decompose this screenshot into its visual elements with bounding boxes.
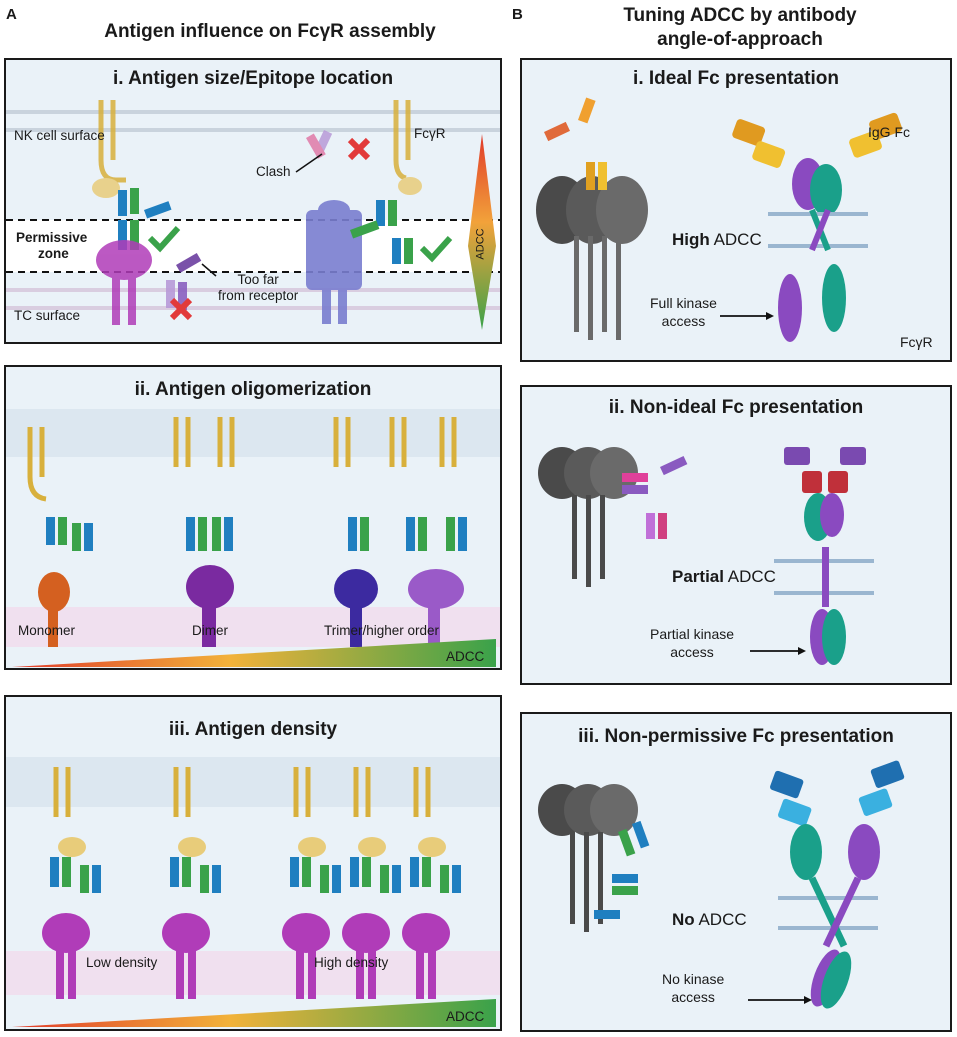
box-a1-illustration [6, 100, 500, 330]
antibody-clash [306, 129, 333, 159]
high-density-label: High density [314, 955, 389, 970]
panel-b-title-line2: angle-of-approach [657, 29, 823, 50]
antibody-left [118, 188, 172, 250]
permissive-zone-label: Permissive zone [16, 230, 87, 262]
panel-a-box-1: i. Antigen size/Epitope location [4, 58, 502, 344]
too-far-line-2: from receptor [218, 288, 299, 303]
dimer-complex [173, 417, 235, 647]
trimer-complex [333, 417, 467, 647]
partial-adcc-label: Partial ADCC [672, 567, 776, 587]
full-kinase-label: Full kinase access [650, 294, 717, 330]
antigen-receptor-cluster-b3 [538, 784, 638, 932]
fc-structure-b3 [770, 760, 905, 880]
adcc-vertical-bar [468, 134, 496, 330]
antigen-receptor-cluster [536, 176, 648, 340]
monomer-label: Monomer [18, 623, 76, 638]
no-kinase-line-1: No kinase [662, 971, 725, 987]
high-adcc-bold: High [672, 230, 710, 249]
panel-b-title-line1: Tuning ADCC by antibody [623, 5, 857, 26]
nk-cell-surface-label: NK cell surface [14, 128, 105, 143]
igg-fc-structure [732, 112, 902, 216]
panel-b-box-1: i. Ideal Fc presentation [520, 58, 952, 362]
monomer-complex [27, 427, 93, 647]
no-kinase-label: No kinase access [662, 970, 724, 1006]
check-icon-right [419, 235, 453, 263]
box-b2-illustration [538, 447, 874, 665]
no-adcc-rest: ADCC [694, 910, 747, 929]
partial-adcc-bold: Partial [672, 567, 724, 586]
check-icon-left [147, 225, 181, 253]
fcgr-left [92, 100, 126, 198]
high-adcc-label: High ADCC [672, 230, 762, 250]
antibody-too-far [166, 252, 202, 310]
dimer-label: Dimer [192, 623, 228, 638]
box-b1-title: i. Ideal Fc presentation [633, 68, 839, 89]
box-b3-title: iii. Non-permissive Fc presentation [578, 726, 894, 747]
cross-icon-left [169, 297, 193, 321]
cell-membrane-b3 [778, 896, 878, 930]
box-a3-illustration [6, 757, 500, 1027]
partial-kinase-label: Partial kinase access [650, 625, 734, 661]
fcgr-kinase-b3 [810, 949, 852, 1009]
adcc-horizontal-bar-3 [12, 999, 496, 1027]
antibody-nonpermissive-small [594, 820, 650, 919]
igg-fc-label: IgG Fc [868, 124, 911, 140]
panel-a-title: Antigen influence on FcγR assembly [104, 21, 436, 42]
antigen-left [96, 240, 152, 325]
cell-membrane-b1 [768, 212, 868, 248]
nk-membrane [6, 110, 500, 132]
panel-b-box-3: iii. Non-permissive Fc presentation [520, 712, 952, 1032]
full-kinase-line-1: Full kinase [650, 295, 717, 311]
box-a2-illustration [6, 409, 500, 667]
fcgr-kinase-b1 [778, 264, 846, 342]
fcgr-label: FcγR [414, 126, 446, 141]
panel-b-box-2: ii. Non-ideal Fc presentation [520, 385, 952, 685]
fcgr-right [393, 100, 422, 195]
no-kinase-line-2: access [671, 989, 715, 1005]
box-b1-illustration [536, 97, 902, 342]
antibody-nonideal-small [622, 456, 688, 539]
low-density-label: Low density [86, 955, 158, 970]
adcc-label-a3: ADCC [446, 1009, 485, 1024]
density-unit [42, 767, 101, 999]
panel-letter-a: A [6, 6, 17, 23]
too-far-line-1: Too far [237, 272, 279, 287]
permissive-line-2: zone [38, 246, 69, 261]
permissive-line-1: Permissive [16, 230, 88, 245]
no-adcc-bold: No [672, 910, 695, 929]
partial-adcc-rest: ADCC [723, 567, 776, 586]
box-a2-title: ii. Antigen oligomerization [134, 379, 372, 400]
partial-kinase-line-1: Partial kinase [650, 626, 735, 642]
box-a1-title: i. Antigen size/Epitope location [112, 68, 394, 89]
trimer-label: Trimer/higher order [324, 623, 440, 638]
panel-b-title: Tuning ADCC by antibody angle-of-approac… [520, 4, 957, 52]
box-a3-title: iii. Antigen density [168, 719, 338, 740]
cross-icon-clash [347, 137, 371, 161]
partial-kinase-line-2: access [670, 644, 714, 660]
antibody-ideal-small [544, 97, 607, 190]
antigen-right-large [306, 200, 362, 324]
adcc-horizontal-bar [12, 639, 496, 667]
fcgr-kinase-b2 [810, 609, 846, 665]
panel-a-box-2: ii. Antigen oligomerization [4, 365, 502, 670]
fc-structure-b2 [784, 447, 866, 541]
panel-a-box-3: iii. Antigen density Low density High de… [4, 695, 502, 1031]
too-far-label: Too far from receptor [218, 272, 298, 304]
no-adcc-label: No ADCC [672, 910, 747, 930]
full-kinase-line-2: access [661, 313, 706, 329]
tc-membrane [6, 288, 500, 310]
box-b3-illustration [538, 760, 905, 1009]
tc-surface-label: TC surface [14, 308, 81, 323]
high-adcc-rest: ADCC [709, 230, 762, 249]
clash-label: Clash [256, 164, 291, 179]
adcc-label-a2: ADCC [446, 649, 485, 664]
adcc-label-vertical: ADCC [474, 228, 487, 260]
panel-letter-b: B [512, 6, 523, 23]
box-b2-title: ii. Non-ideal Fc presentation [608, 397, 864, 418]
fcgr-label-b1: FcγR [900, 334, 933, 350]
antibody-right-bound [350, 200, 413, 264]
antigen-receptor-cluster-b2 [538, 447, 638, 587]
